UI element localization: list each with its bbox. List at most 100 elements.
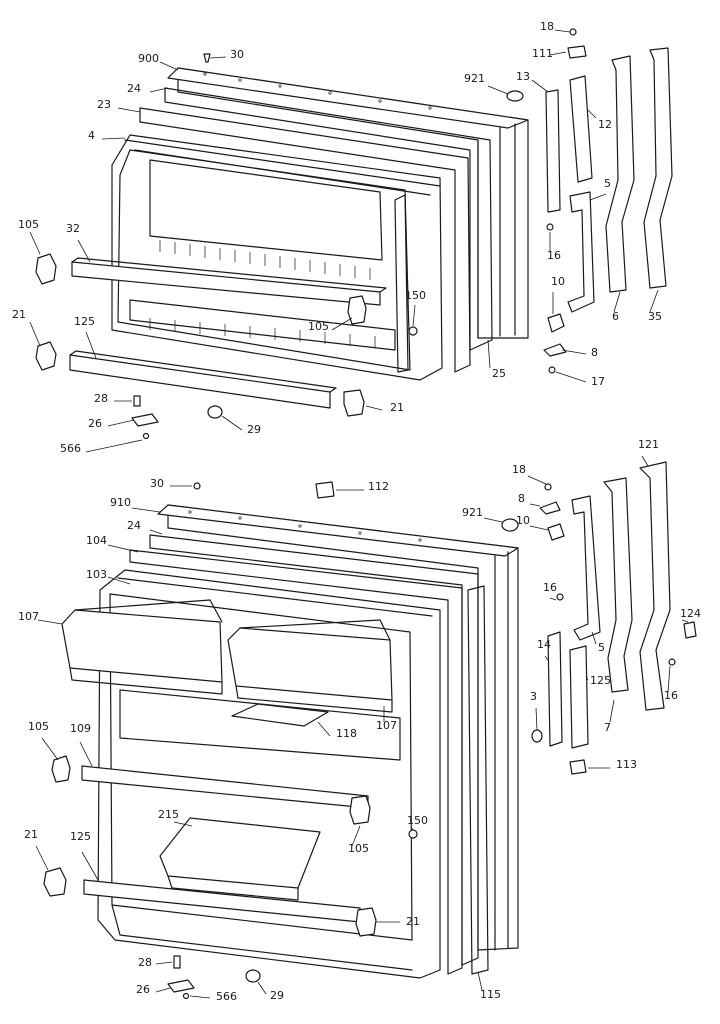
- part-number-label: 121: [638, 438, 659, 451]
- top-door-assembly: [35, 28, 673, 440]
- shelf-bracket-105-right: [347, 295, 367, 325]
- part-number-label: 6: [612, 310, 619, 323]
- door-shelf-bar-upper: [71, 261, 381, 306]
- leader-line: [29, 231, 41, 255]
- part-number-label: 21: [390, 401, 404, 414]
- screw-566: [142, 432, 150, 440]
- part-number-label: 16: [543, 581, 557, 594]
- screw-18-bottom: [544, 483, 552, 491]
- part-number-label: 21: [406, 915, 420, 928]
- part-number-label: 566: [216, 990, 237, 1003]
- part-number-label: 118: [336, 727, 357, 740]
- cap-113: [569, 759, 587, 775]
- part-number-label: 35: [648, 310, 662, 323]
- part-number-label: 910: [110, 496, 131, 509]
- screw-16-handle: [668, 658, 676, 666]
- part-number-label: 17: [591, 375, 605, 388]
- handle-6: [605, 55, 635, 293]
- plug-28-bottom: [173, 955, 181, 969]
- leader-line: [81, 851, 99, 881]
- part-number-label: 113: [616, 758, 637, 771]
- leader-line: [77, 239, 91, 263]
- part-number-label: 26: [88, 417, 102, 430]
- leader-line: [257, 981, 267, 995]
- leader-line: [29, 321, 41, 347]
- part-number-label: 150: [407, 814, 428, 827]
- part-number-label: 30: [150, 477, 164, 490]
- leader-line: [561, 349, 587, 355]
- part-number-label: 5: [604, 177, 611, 190]
- part-number-label: 29: [270, 989, 284, 1002]
- part-number-label: 14: [537, 638, 551, 651]
- leader-line: [613, 291, 621, 313]
- leader-line: [531, 79, 549, 93]
- shelf-bracket-21-right: [343, 389, 365, 417]
- leader-line: [79, 741, 93, 767]
- hinge-plate-12: [569, 75, 593, 183]
- bracket-26: [131, 413, 159, 427]
- leader-line: [331, 317, 353, 331]
- part-number-label: 4: [88, 129, 95, 142]
- leader-line: [411, 827, 414, 831]
- leader-line: [173, 821, 193, 827]
- part-number-label: 107: [376, 719, 397, 732]
- screw-150: [408, 326, 418, 336]
- leader-line: [365, 405, 383, 411]
- leader-line: [155, 961, 173, 965]
- leader-line: [591, 631, 597, 645]
- leader-line: [159, 61, 179, 71]
- screw-18: [569, 28, 577, 36]
- button-921: [506, 90, 524, 102]
- leader-line: [149, 529, 163, 535]
- leader-line: [107, 576, 131, 585]
- part-number-label: 23: [97, 98, 111, 111]
- leader-line: [483, 517, 503, 523]
- part-number-label: 25: [492, 367, 506, 380]
- plate-14: [547, 631, 563, 747]
- part-number-label: 150: [405, 289, 426, 302]
- part-number-label: 30: [230, 48, 244, 61]
- leader-line: [149, 87, 169, 93]
- leader-line: [681, 619, 689, 623]
- screw-566-bottom: [182, 992, 190, 1000]
- handle-121: [639, 461, 671, 711]
- part-number-label: 107: [18, 610, 39, 623]
- part-number-label: 10: [551, 275, 565, 288]
- leader-line: [477, 971, 483, 991]
- part-number-label: 18: [512, 463, 526, 476]
- part-number-label: 105: [28, 720, 49, 733]
- part-number-label: 566: [60, 442, 81, 455]
- bracket-111: [567, 45, 587, 59]
- leader-line: [529, 503, 541, 507]
- part-number-label: 10: [516, 514, 530, 527]
- leader-line: [529, 525, 549, 531]
- part-number-label: 109: [70, 722, 91, 735]
- leader-line: [209, 56, 227, 59]
- part-number-label: 18: [540, 20, 554, 33]
- breaker-strip: [139, 107, 471, 373]
- cam-3: [531, 729, 543, 743]
- shelf-bracket-21-left-bottom: [43, 867, 67, 897]
- part-number-label: 105: [348, 842, 369, 855]
- leader-line: [641, 455, 649, 467]
- leader-line: [649, 289, 659, 313]
- plate-125: [569, 645, 589, 749]
- part-number-label: 103: [86, 568, 107, 581]
- pin-8-bottom: [539, 501, 561, 515]
- pin-8: [543, 343, 567, 357]
- part-number-label: 104: [86, 534, 107, 547]
- leader-line: [554, 29, 571, 33]
- outer-door-panel: [167, 67, 529, 339]
- leader-line: [587, 109, 597, 119]
- part-number-label: 124: [680, 607, 701, 620]
- part-number-label: 8: [591, 346, 598, 359]
- leader-line: [221, 415, 243, 431]
- bracket-112: [315, 481, 335, 499]
- part-number-label: 32: [66, 222, 80, 235]
- part-number-label: 28: [138, 956, 152, 969]
- leader-line: [117, 107, 141, 113]
- part-number-label: 7: [604, 721, 611, 734]
- hinge-bracket-5: [567, 191, 595, 313]
- leader-line: [155, 987, 171, 993]
